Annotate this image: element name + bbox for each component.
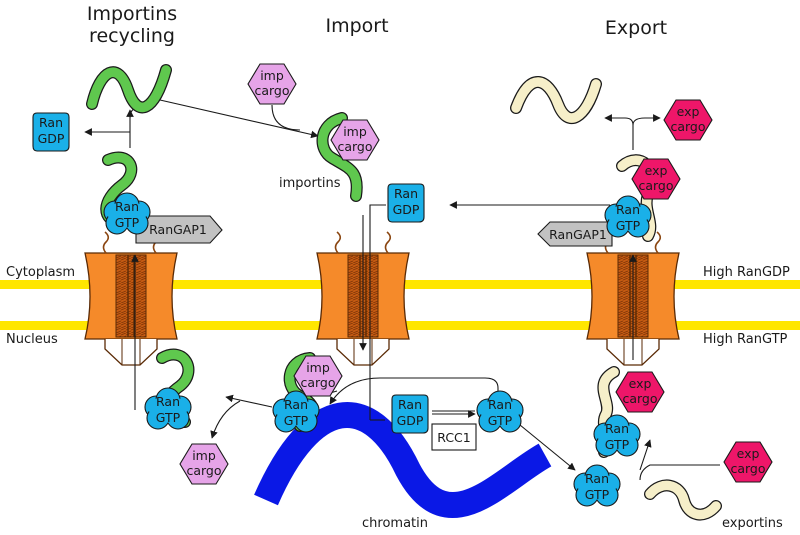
- importins-label: importins: [279, 176, 341, 191]
- ran-gtp-import-nucleus-ran: Ran: [284, 397, 308, 412]
- ran-gtp-recycling-nucleus-ran: Ran: [156, 394, 180, 409]
- rangap1-left-label: RanGAP1: [149, 222, 207, 237]
- ran-gdp-recycling-ran: Ran: [39, 115, 63, 130]
- ran-gtp-recycling-nucleus-gtp: GTP: [156, 410, 181, 425]
- rangap1-right: [537, 221, 613, 247]
- ran-gtp-recycling-cytoplasm-gtp: GTP: [115, 215, 140, 230]
- imp-cargo-cytoplasm-imp: imp: [260, 68, 284, 83]
- ran-gdp-cytoplasm-gdp: GDP: [393, 202, 420, 217]
- title-export: Export: [605, 17, 667, 39]
- exp-cargo-free-nucleus-cargo: cargo: [730, 461, 765, 476]
- rangap1-left: [135, 215, 223, 244]
- exp-cargo-released-exp: exp: [677, 104, 700, 119]
- title-recycling-line2: recycling: [89, 25, 175, 47]
- imp-cargo-bound-cytoplasm-imp: imp: [343, 124, 367, 139]
- ran-gtp-export-nucleus-ran: Ran: [605, 421, 629, 436]
- ran-gdp-recycling-gdp: GDP: [38, 131, 65, 146]
- ran-gtp-export-cytoplasm-gtp: GTP: [616, 218, 641, 233]
- high-rangtp-label: High RanGTP: [703, 332, 788, 347]
- ran-gtp-nucleus-middle-ran: Ran: [488, 397, 512, 412]
- chromatin-strand: [254, 402, 552, 518]
- exportins-label: exportins: [722, 516, 783, 531]
- imp-cargo-nucleus-imp: imp: [306, 360, 330, 375]
- imp-cargo-cytoplasm-cargo: cargo: [254, 83, 289, 98]
- ran-gdp-cytoplasm-ran: Ran: [394, 186, 418, 201]
- imp-cargo-released-cargo: cargo: [186, 463, 221, 478]
- rangap1-right-label: RanGAP1: [549, 227, 607, 242]
- ran-gtp-nucleus-middle-gtp: GTP: [488, 413, 513, 428]
- rcc1-label: RCC1: [437, 430, 470, 445]
- ran-gdp-nucleus-ran: Ran: [398, 397, 422, 412]
- exp-cargo-free-nucleus-exp: exp: [737, 446, 760, 461]
- exp-cargo-nucleus-exp: exp: [629, 376, 652, 391]
- exp-cargo-nucleus-cargo: cargo: [622, 391, 657, 406]
- ran-gtp-free-nucleus-ran: Ran: [585, 471, 609, 486]
- title-import: Import: [325, 15, 388, 37]
- ran-gtp-free-nucleus-gtp: GTP: [585, 487, 610, 502]
- cytoplasm-label: Cytoplasm: [6, 265, 75, 280]
- chromatin-label: chromatin: [362, 516, 428, 531]
- rcc1-box: [431, 423, 477, 451]
- imp-cargo-released-imp: imp: [192, 448, 216, 463]
- title-recycling-line1: Importins: [87, 3, 177, 25]
- exp-cargo-cytoplasm-cargo: cargo: [638, 178, 673, 193]
- exp-cargo-cytoplasm-exp: exp: [645, 163, 668, 178]
- high-rangdp-label: High RanGDP: [703, 265, 790, 280]
- nucleus-label: Nucleus: [6, 332, 58, 347]
- ran-gtp-import-nucleus-gtp: GTP: [284, 413, 309, 428]
- ran-gtp-export-nucleus-gtp: GTP: [605, 437, 630, 452]
- ran-gtp-recycling-cytoplasm-ran: Ran: [115, 199, 139, 214]
- nuclear-pore-left: [84, 231, 178, 366]
- imp-cargo-nucleus-cargo: cargo: [300, 375, 335, 390]
- imp-cargo-bound-cytoplasm-cargo: cargo: [337, 139, 372, 154]
- ran-gdp-nucleus-gdp: GDP: [397, 413, 424, 428]
- exp-cargo-released-cargo: cargo: [670, 119, 705, 134]
- ran-gtp-export-cytoplasm-ran: Ran: [616, 202, 640, 217]
